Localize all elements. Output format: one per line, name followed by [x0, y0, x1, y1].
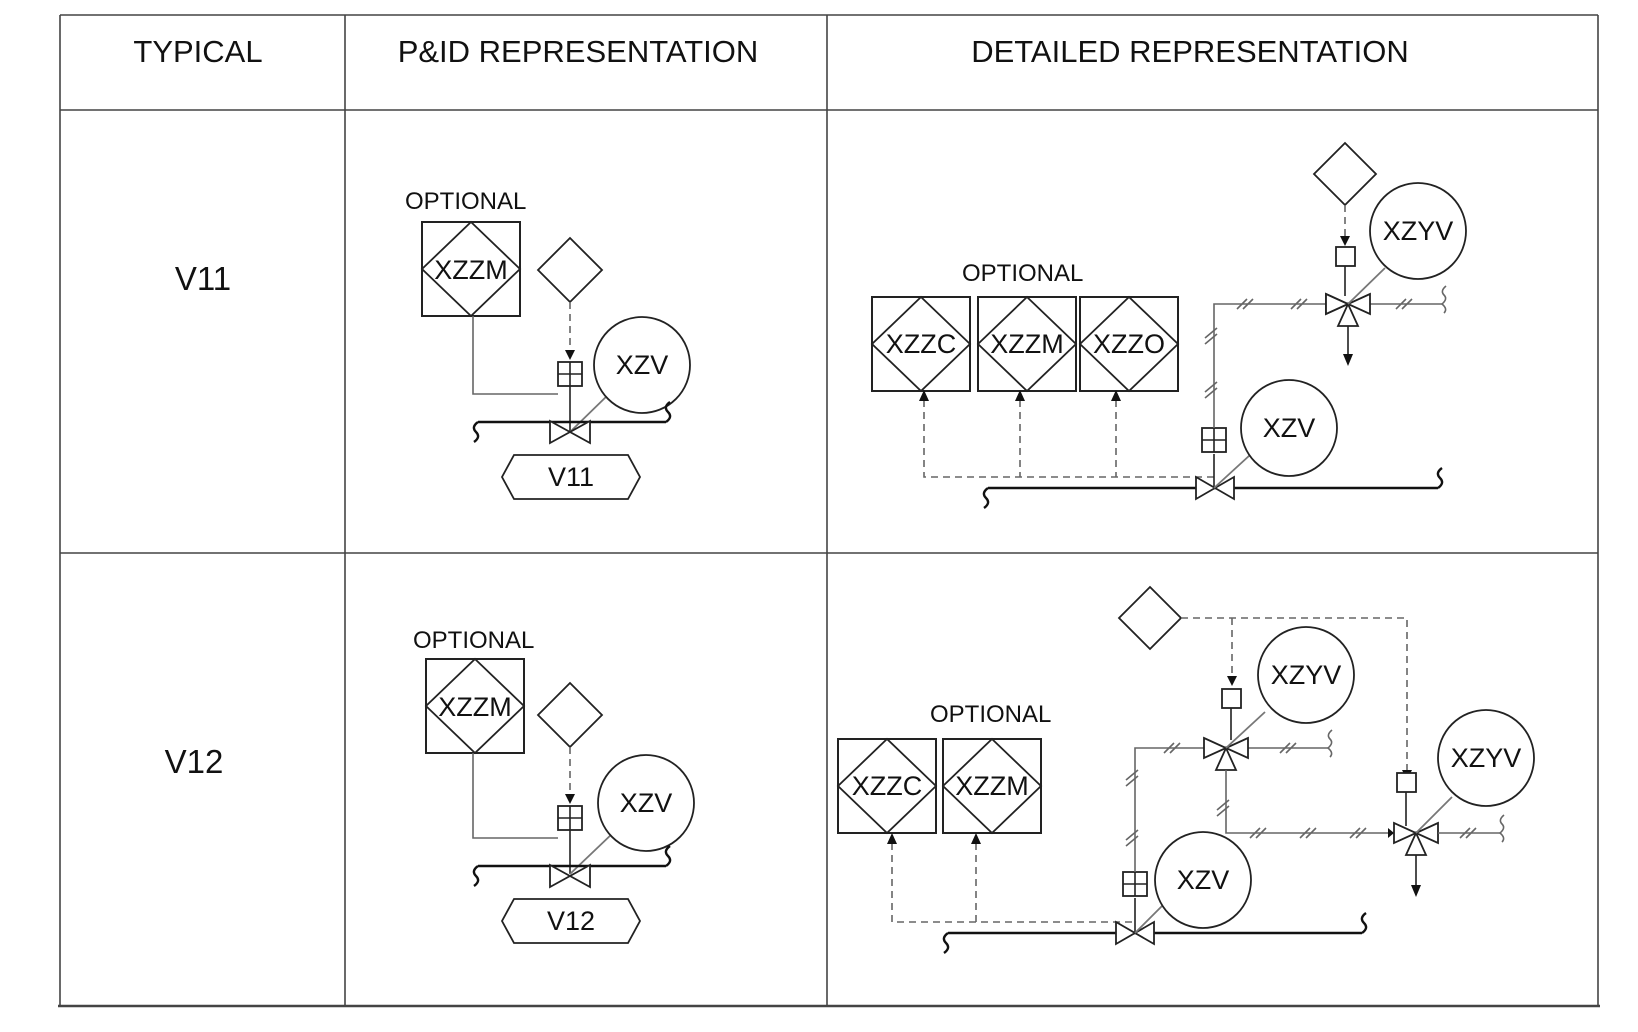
svg-text:XZYV: XZYV: [1451, 743, 1522, 773]
valve-icon: [549, 863, 591, 889]
function-box-xzzm: XZZM: [977, 296, 1077, 392]
optional-label: OPTIONAL: [405, 188, 526, 215]
optional-label: OPTIONAL: [413, 627, 534, 654]
instrument-bubble-xzyv: XZYV: [1257, 626, 1355, 724]
function-box-xzzm: XZZM: [942, 738, 1042, 834]
detailed-symbol-row2: OPTIONAL XZZC XZZM XZV: [837, 585, 1535, 954]
typical-label-row1: V11: [175, 260, 231, 297]
typical-label-row2: V12: [165, 743, 224, 780]
arrow-icon: [565, 350, 575, 360]
interlock-diamond: [536, 681, 604, 749]
function-box-xzzc: XZZC: [871, 296, 971, 392]
actuator-box: [1122, 871, 1148, 897]
svg-text:XZYV: XZYV: [1383, 216, 1454, 246]
svg-text:XZZC: XZZC: [852, 771, 923, 801]
svg-text:XZZM: XZZM: [438, 692, 512, 722]
actuator-box: [557, 361, 583, 387]
instrument-bubble-xzyv: XZYV: [1369, 182, 1467, 280]
instrument-bubble-xzyv: XZYV: [1437, 709, 1535, 807]
arrow-icon: [565, 794, 575, 804]
process-line: [472, 401, 672, 443]
svg-text:XZZC: XZZC: [886, 329, 957, 359]
actuator-box: [1396, 772, 1417, 793]
interlock-diamond: [1312, 141, 1378, 207]
svg-text:V11: V11: [548, 462, 594, 492]
detailed-symbol-row1: OPTIONAL XZZC XZZM XZZO XZV: [871, 141, 1467, 509]
actuator-box: [1335, 246, 1356, 267]
valve-tag: V11: [500, 454, 642, 500]
function-box-xzzm: XZZM: [420, 220, 522, 318]
process-line: [472, 845, 672, 887]
pid-symbol-row1: OPTIONAL XZZM XZV V11: [405, 188, 691, 500]
header-detailed-representation: DETAILED REPRESENTATION: [971, 34, 1409, 69]
svg-text:V12: V12: [547, 906, 595, 936]
svg-text:XZV: XZV: [616, 350, 669, 380]
svg-text:XZZM: XZZM: [990, 329, 1064, 359]
interlock-diamond: [536, 236, 604, 304]
pid-symbol-row2: OPTIONAL XZZM XZV V12: [413, 627, 695, 944]
actuator-box: [1221, 688, 1242, 709]
optional-label: OPTIONAL: [962, 260, 1083, 287]
svg-text:XZZO: XZZO: [1093, 329, 1165, 359]
header-typical: TYPICAL: [133, 34, 262, 69]
table-grid: [58, 14, 1600, 1008]
header-pid-representation: P&ID REPRESENTATION: [398, 34, 759, 69]
svg-text:XZV: XZV: [1263, 413, 1316, 443]
actuator-box: [1201, 427, 1227, 453]
valve-icon: [549, 419, 591, 445]
svg-text:XZYV: XZYV: [1271, 660, 1342, 690]
actuator-box: [557, 805, 583, 831]
interlock-diamond: [1117, 585, 1183, 651]
optional-label: OPTIONAL: [930, 701, 1051, 728]
function-box-xzzm: XZZM: [424, 657, 526, 755]
instrument-bubble-xzv: XZV: [1154, 831, 1252, 929]
svg-text:XZZM: XZZM: [434, 255, 508, 285]
svg-text:XZV: XZV: [620, 788, 673, 818]
function-box-xzzo: XZZO: [1079, 296, 1179, 392]
instrument-bubble-xzv: XZV: [1240, 379, 1338, 477]
svg-text:XZV: XZV: [1177, 865, 1230, 895]
valve-tag: V12: [500, 898, 642, 944]
process-line: [942, 912, 1368, 954]
instrument-bubble-xzv: XZV: [593, 316, 691, 414]
instrument-bubble-xzv: XZV: [597, 754, 695, 852]
function-box-xzzc: XZZC: [837, 738, 937, 834]
svg-text:XZZM: XZZM: [955, 771, 1029, 801]
